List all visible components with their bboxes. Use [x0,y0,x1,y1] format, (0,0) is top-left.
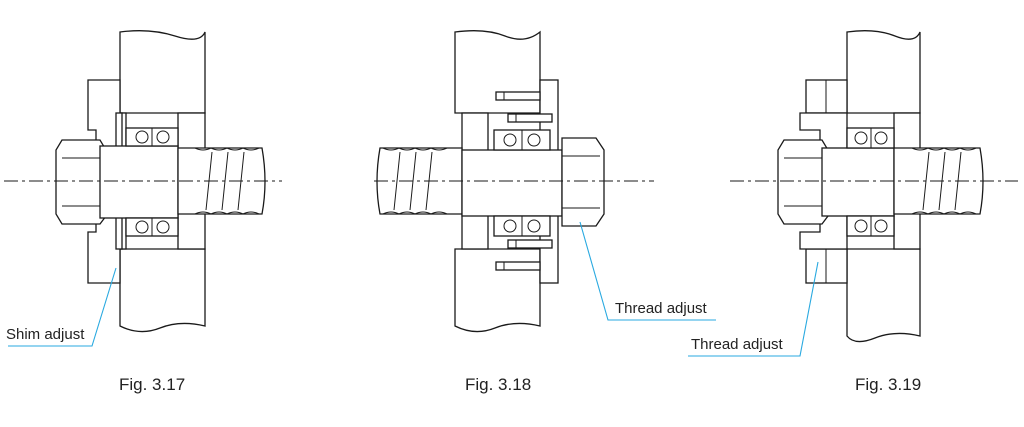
shaft [461,149,563,217]
shim-leader-line [8,267,117,347]
figure-3-17: Shim adjust Fig. 3.17 [4,30,282,394]
bolt-upper-inner [507,113,553,123]
bearing-upper [493,129,551,151]
figure-3-18: Thread adjust Fig. 3.18 [374,30,716,394]
shaft [99,145,179,219]
housing-upper [119,30,206,114]
thread-adjust-label: Thread adjust [615,300,708,317]
bearing-lower [846,215,895,237]
housing-lower [119,248,206,333]
bolt-upper-outer [495,91,541,101]
bearing-upper [846,127,895,149]
figure-caption: Fig. 3.17 [119,375,185,394]
lock-nut [55,139,107,225]
figure-caption: Fig. 3.18 [465,375,531,394]
figure-3-19: Thread adjust Fig. 3.19 [688,30,1018,394]
adjust-nut [561,137,605,227]
housing-lower [846,248,921,343]
bearing-upper [125,127,179,147]
shaft [821,147,895,217]
bearing-lower [493,215,551,237]
figure-caption: Fig. 3.19 [855,375,921,394]
lock-nut [777,139,829,225]
bolt-lower-outer [495,261,541,271]
shim-adjust-label: Shim adjust [6,326,85,343]
bolt-lower-inner [507,239,553,249]
thread-adjust-leader-line [688,261,819,357]
housing-upper [846,30,921,114]
thread-adjust-label: Thread adjust [691,336,784,353]
bearing-lower [125,217,179,237]
housing-upper [454,30,541,114]
thread-adjust-leader-line [579,221,716,321]
ball-screw [177,147,266,215]
